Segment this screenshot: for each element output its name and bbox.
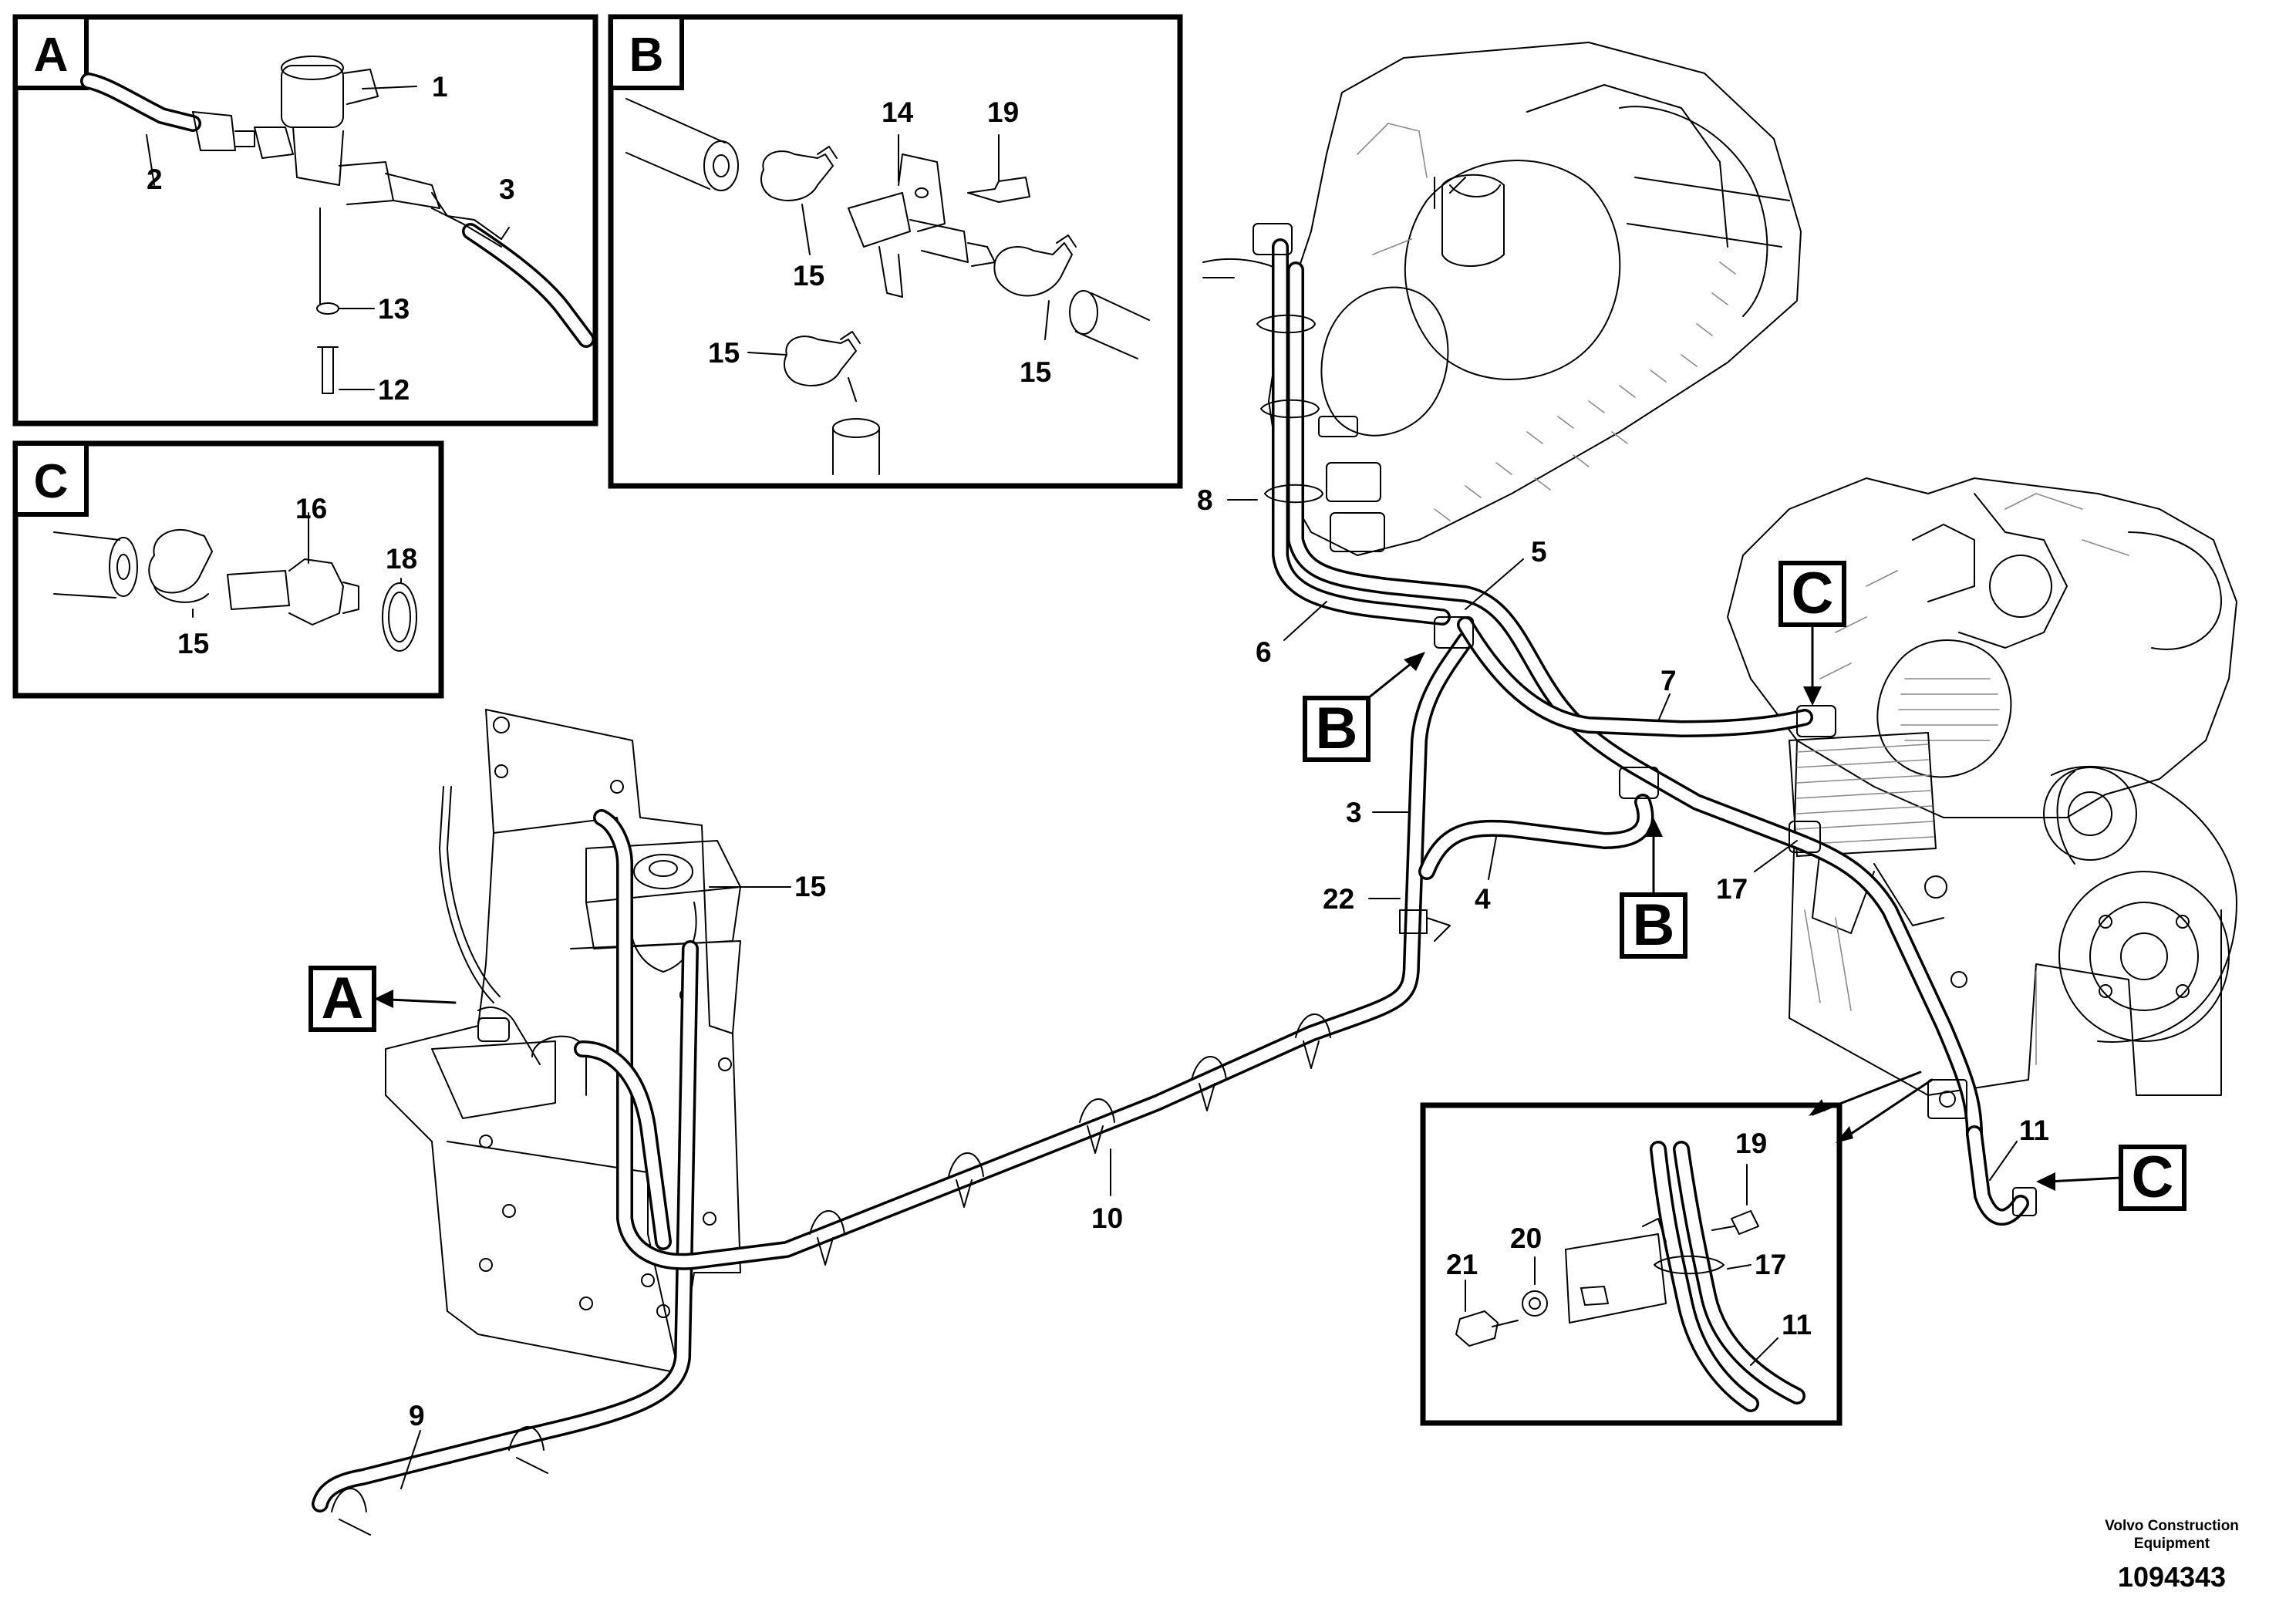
callout-d-11: 11 (1782, 1309, 1812, 1340)
callout-8: 8 (1197, 484, 1213, 516)
callout-4: 4 (1475, 883, 1491, 915)
callout-6: 6 (1256, 636, 1272, 668)
callout-b-14: 14 (882, 96, 914, 128)
callout-b-15b: 15 (708, 337, 740, 369)
publisher-line-2: Equipment (2134, 1536, 2210, 1552)
callout-c-16: 16 (295, 493, 327, 524)
publisher-line-1: Volvo Construction (2105, 1518, 2239, 1534)
hose-routing (312, 223, 2037, 1536)
view-tag-a: A (308, 966, 457, 1032)
view-tag-c-lower: C (2036, 1145, 2186, 1211)
svg-text:A: A (322, 966, 364, 1031)
svg-text:B: B (1633, 892, 1675, 958)
callout-7: 7 (1660, 665, 1677, 696)
callout-17: 17 (1716, 873, 1748, 905)
view-tag-b-lower: B (1620, 818, 1687, 959)
detail-view-c: C 16 18 15 (12, 440, 444, 699)
main-callouts: 8 5 6 7 3 22 4 17 15 10 9 11 (400, 484, 2049, 1489)
detail-view-c-corner-tag (13, 441, 89, 517)
callout-a-2: 2 (147, 164, 163, 195)
reservoir-tank-illustration (385, 709, 741, 1374)
callout-d-19: 19 (1735, 1128, 1767, 1159)
callout-10: 10 (1091, 1202, 1123, 1234)
detail-view-bracket: 19 20 17 21 11 (1420, 1071, 1934, 1426)
callout-d-21: 21 (1446, 1249, 1478, 1280)
detail-view-a-title: A (34, 29, 69, 82)
callout-a-1: 1 (432, 71, 448, 103)
svg-text:C: C (2132, 1145, 2174, 1210)
callout-22: 22 (1323, 883, 1354, 915)
detail-view-a-corner-tag (13, 15, 89, 90)
callout-a-3: 3 (499, 174, 515, 205)
callout-3: 3 (1346, 797, 1362, 828)
svg-text:B: B (1316, 696, 1358, 761)
callout-d-20: 20 (1510, 1222, 1542, 1254)
detail-view-b-title: B (629, 29, 664, 82)
svg-text:C: C (1792, 561, 1834, 626)
callout-b-15a: 15 (793, 260, 824, 292)
view-tag-c-upper: C (1778, 561, 1846, 706)
callout-c-15: 15 (177, 628, 209, 659)
view-tag-b-upper: B (1303, 652, 1425, 762)
detail-view-a: A 1 2 3 13 12 (12, 14, 598, 427)
callout-b-15c: 15 (1020, 356, 1051, 388)
footer: Volvo Construction Equipment 1094343 (2105, 1518, 2239, 1593)
callout-9: 9 (409, 1400, 425, 1431)
detail-view-c-title: C (34, 455, 69, 508)
detail-view-b: B 14 19 15 15 15 (608, 14, 1183, 489)
callout-5: 5 (1531, 536, 1547, 568)
callout-a-13: 13 (378, 293, 410, 325)
document-number: 1094343 (2118, 1561, 2226, 1593)
callout-a-12: 12 (378, 374, 410, 406)
callout-c-18: 18 (386, 543, 417, 575)
callout-d-17: 17 (1755, 1249, 1786, 1280)
callout-11: 11 (2019, 1114, 2049, 1146)
detail-view-b-corner-tag (609, 15, 684, 90)
engine-illustration (1202, 42, 2237, 1096)
callout-15: 15 (794, 871, 826, 902)
callout-b-19: 19 (987, 96, 1019, 128)
